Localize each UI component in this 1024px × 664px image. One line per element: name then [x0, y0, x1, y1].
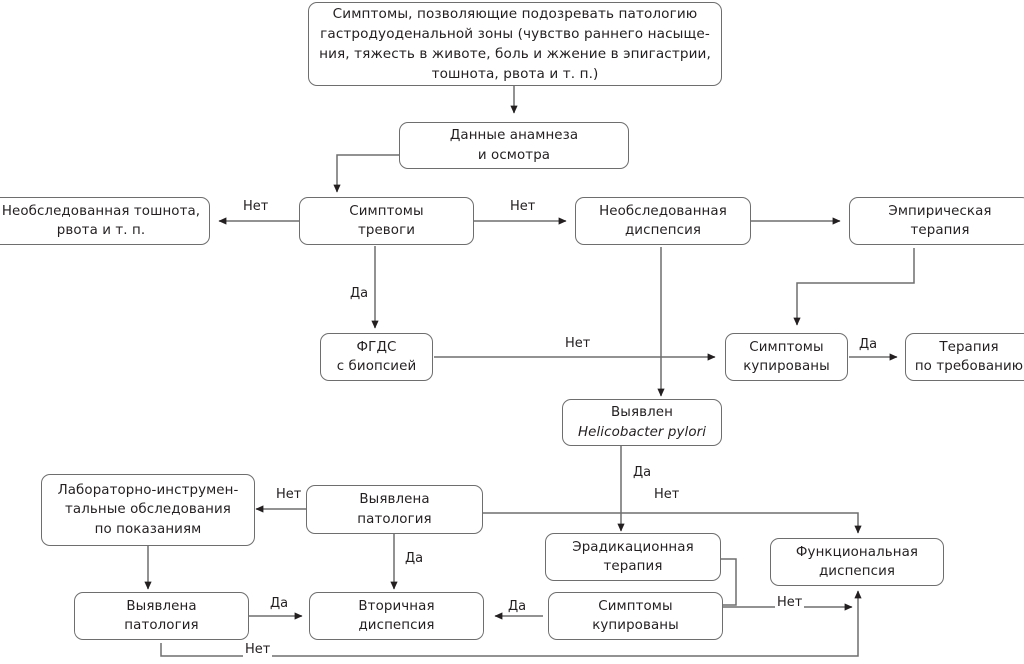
- node-symptoms-suspect[interactable]: Симптомы, позволяющие подозревать патоло…: [308, 2, 722, 86]
- edge-label-relieved-no-bottom: Нет: [775, 595, 805, 611]
- node-line: патология: [357, 511, 432, 527]
- node-line: Выявлена: [126, 598, 197, 614]
- node-line: Симптомы: [349, 203, 424, 219]
- node-line: Лабораторно-инструмен-: [57, 483, 239, 499]
- edge-label-pathology-yes: Да: [403, 551, 426, 567]
- node-functional-dyspepsia[interactable]: Функциональная диспепсия: [770, 538, 944, 586]
- edge-label-alarm-no-right: Нет: [508, 199, 538, 215]
- edge-hp-no: [483, 512, 862, 534]
- node-line: тошнота, рвота и т. п.): [431, 66, 599, 83]
- node-empiric-therapy[interactable]: Эмпирическая терапия: [849, 197, 1024, 245]
- edge-label-hp-no: Нет: [652, 487, 682, 503]
- node-line: диспепсия: [358, 618, 435, 633]
- edge-label-pathology-no: Нет: [274, 487, 304, 503]
- node-secondary-dyspepsia[interactable]: Вторичная диспепсия: [309, 592, 484, 640]
- edge-label-egds-no: Нет: [563, 336, 593, 352]
- edge-label-pathology-bottom-no: Нет: [243, 642, 273, 658]
- node-line: диспепсия: [818, 564, 896, 579]
- edge-label-hp-yes: Да: [631, 465, 654, 481]
- node-alarm-symptoms[interactable]: Симптомы тревоги: [299, 197, 474, 245]
- node-line: терапия: [603, 559, 663, 574]
- node-line: тревоги: [357, 223, 416, 238]
- node-hpylori-detected[interactable]: Выявлен Helicobacter pylori: [562, 399, 722, 446]
- node-line: Выявлена: [359, 492, 430, 508]
- node-pathology-detected-bottom[interactable]: Выявлена патология: [74, 592, 249, 640]
- node-line: гастродуоденальной зоны (чувство раннего…: [320, 25, 710, 42]
- node-line-italic: Helicobacter pylori: [577, 424, 707, 440]
- node-pathology-detected-top[interactable]: Выявлена патология: [306, 485, 483, 534]
- node-line: Функциональная: [795, 544, 919, 560]
- node-line: ния, тяжесть в животе, боль и жжение в э…: [319, 46, 711, 62]
- node-line: Данные анамнеза: [449, 128, 579, 144]
- node-line: Вторичная: [358, 598, 435, 614]
- node-lab-instrumental[interactable]: Лабораторно-инструмен- тальные обследова…: [41, 474, 255, 546]
- edge-empiric-to-relieved: [793, 248, 915, 326]
- node-line: тальные обследования: [65, 502, 231, 518]
- node-line: диспепсия: [624, 223, 702, 238]
- node-symptoms-relieved-top[interactable]: Симптомы купированы: [725, 333, 848, 381]
- edge-label-alarm-yes: Да: [348, 286, 371, 302]
- node-line: по требованию: [914, 359, 1024, 374]
- node-line: с биопсией: [336, 359, 417, 374]
- node-anamnesis[interactable]: Данные анамнеза и осмотра: [399, 122, 629, 169]
- node-line: купированы: [592, 618, 679, 633]
- node-line: Терапия: [939, 339, 999, 355]
- node-line: Необследованная: [599, 203, 727, 219]
- node-line: терапия: [910, 223, 970, 238]
- edge-label-pathology-bottom-yes: Да: [268, 596, 291, 612]
- node-line: Симптомы: [598, 598, 673, 614]
- edge-label-relieved-yes-bottom: Да: [506, 599, 529, 615]
- node-eradication-therapy[interactable]: Эрадикационная терапия: [545, 533, 721, 581]
- edge-anamnesis-to-alarm: [333, 154, 399, 193]
- node-egds-biopsy[interactable]: ФГДС с биопсией: [320, 333, 433, 381]
- node-line: Эмпирическая: [888, 203, 992, 219]
- node-line: рвота и т. п.: [56, 223, 146, 238]
- node-unexamined-dyspepsia[interactable]: Необследованная диспепсия: [575, 197, 751, 245]
- node-line: по показаниям: [94, 521, 202, 537]
- node-line: купированы: [743, 359, 830, 374]
- node-line: и осмотра: [477, 147, 551, 163]
- node-unexamined-nausea[interactable]: Необследованная тошнота, рвота и т. п.: [0, 197, 210, 245]
- node-line: Симптомы, позволяющие подозревать патоло…: [332, 5, 698, 22]
- node-symptoms-relieved-bottom[interactable]: Симптомы купированы: [548, 592, 723, 640]
- node-line: Выявлен: [611, 405, 673, 421]
- node-line: Эрадикационная: [572, 539, 694, 555]
- node-line: Необследованная тошнота,: [1, 203, 201, 219]
- node-line: ФГДС: [356, 339, 397, 355]
- edge-label-relieved-yes-top: Да: [857, 337, 880, 353]
- node-on-demand-therapy[interactable]: Терапия по требованию: [905, 333, 1024, 381]
- node-line: Симптомы: [749, 339, 824, 355]
- edge-label-alarm-no-left: Нет: [241, 199, 271, 215]
- node-line: патология: [124, 618, 199, 633]
